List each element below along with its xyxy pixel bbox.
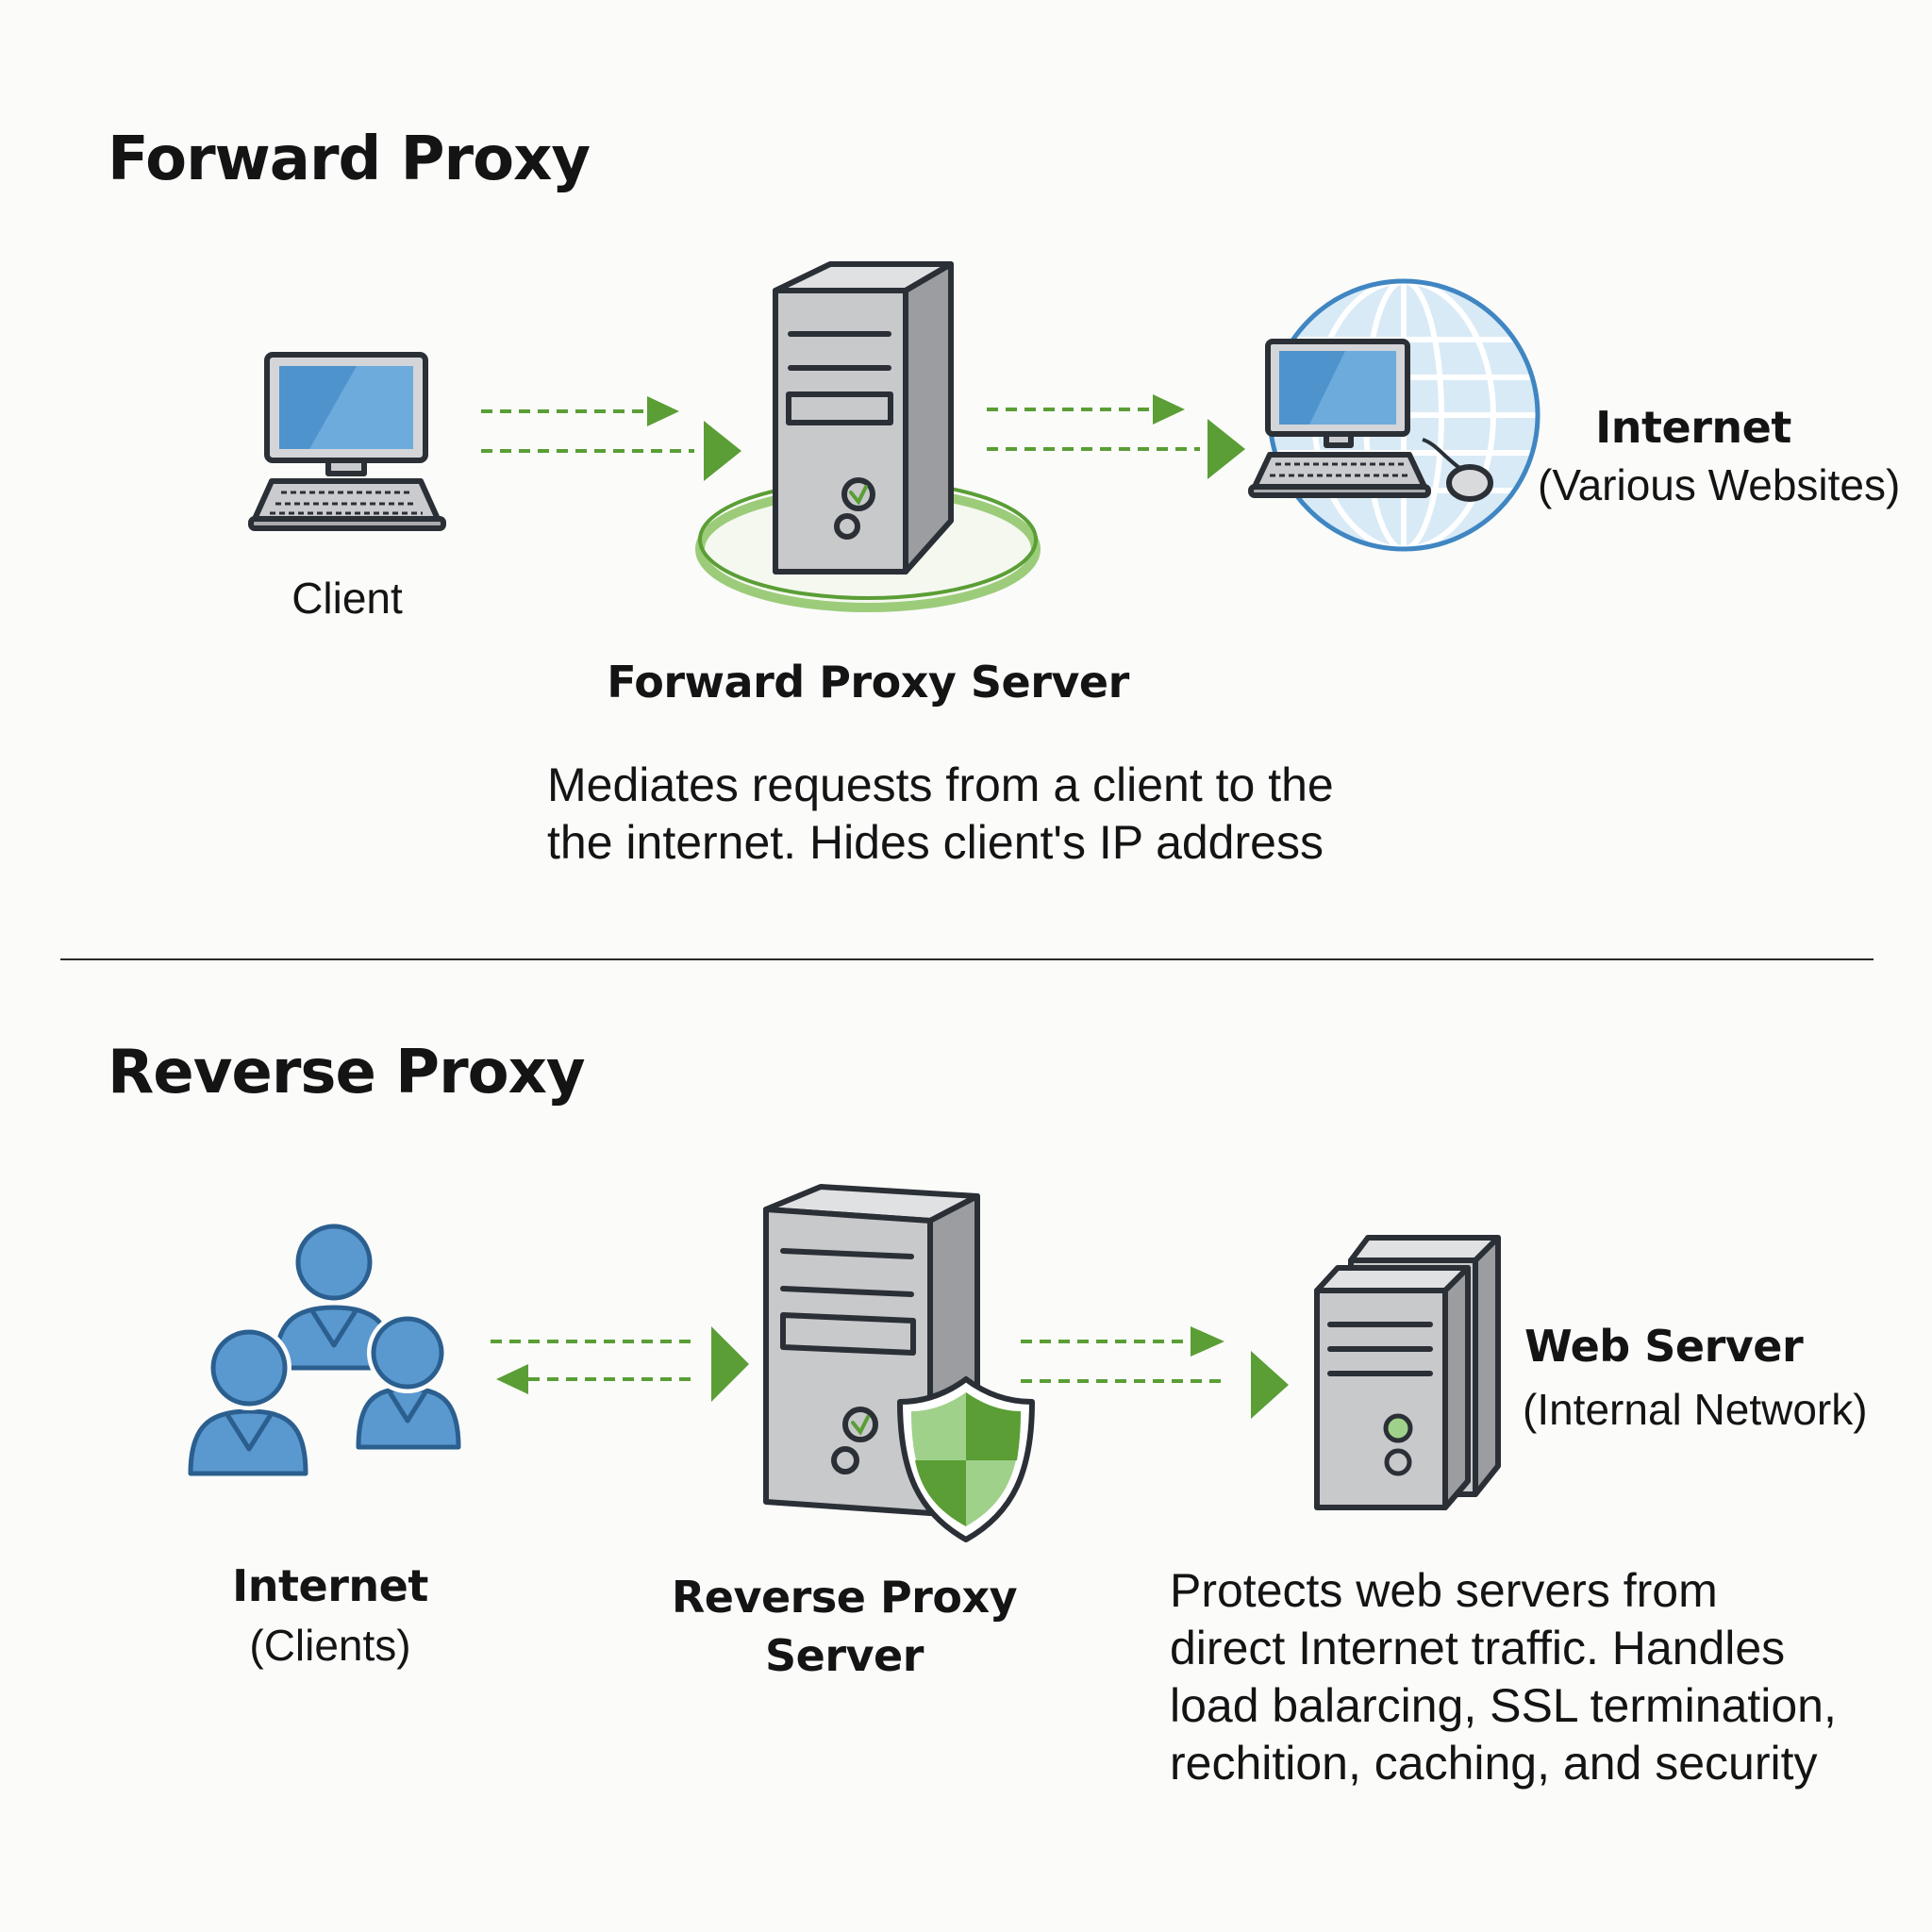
web-server-sublabel: (Internal Network) xyxy=(1523,1385,1868,1434)
reverse-proxy-server-icon xyxy=(763,1184,980,1516)
reverse-proxy-title: Reverse Proxy xyxy=(108,1038,586,1108)
reverse-description-line-3: load balarcing, SSL termination, xyxy=(1170,1679,1837,1732)
reverse-description-line-2: direct Internet traffic. Handles xyxy=(1170,1622,1786,1674)
reverse-server-label-line-1: Reverse Proxy xyxy=(671,1572,1018,1623)
forward-proxy-title: Forward Proxy xyxy=(108,125,591,194)
reverse-proxy-description: Protects web servers from direct Interne… xyxy=(1170,1562,1924,1792)
reverse-server-label-line-2: Server xyxy=(765,1630,924,1681)
reverse-inbound-arrows xyxy=(1021,1326,1289,1419)
internet-sublabel: (Various Websites) xyxy=(1538,460,1901,509)
forward-proxy-description: Mediates requests from a client to the t… xyxy=(547,757,1491,872)
clients-internet-label: Internet xyxy=(232,1560,428,1611)
web-server-label: Web Server xyxy=(1524,1321,1804,1372)
forward-outbound-arrows xyxy=(987,394,1245,479)
client-computer-icon xyxy=(248,352,446,531)
section-divider xyxy=(60,958,1874,960)
client-label: Client xyxy=(291,574,403,623)
forward-description-line-1: Mediates requests from a client to the xyxy=(547,758,1334,811)
clients-sublabel: (Clients) xyxy=(249,1621,411,1670)
forward-request-arrows xyxy=(481,396,741,481)
reverse-bidirectional-arrows xyxy=(491,1326,749,1402)
forward-proxy-server-label: Forward Proxy Server xyxy=(607,657,1129,708)
reverse-proxy-server-label: Reverse Proxy Server xyxy=(604,1568,1085,1685)
forward-proxy-server-icon xyxy=(695,261,1041,612)
clients-group-icon xyxy=(185,1224,465,1480)
web-server-icon xyxy=(1314,1235,1501,1510)
reverse-description-line-4: rechition, caching, and security xyxy=(1170,1737,1818,1790)
reverse-description-line-1: Protects web servers from xyxy=(1170,1564,1718,1617)
internet-label: Internet xyxy=(1595,402,1791,453)
security-shield-icon xyxy=(897,1376,1035,1542)
internet-globe-icon xyxy=(1248,278,1541,552)
forward-description-line-2: the internet. Hides client's IP address xyxy=(547,816,1324,869)
